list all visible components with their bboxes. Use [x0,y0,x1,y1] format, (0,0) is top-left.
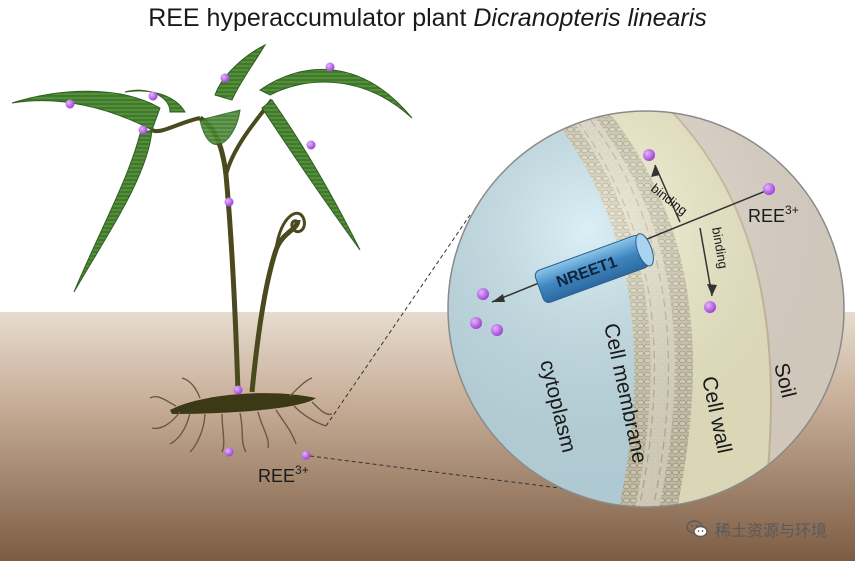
ree-ion [491,324,503,336]
watermark-text: 稀土资源与环境 [714,523,827,540]
ree-ion [220,73,230,83]
wechat-icon [686,520,708,538]
title-main: REE hyperaccumulator plant [148,4,467,32]
ree-ion [470,317,482,329]
title-species: Dicranopteris linearis [473,4,707,32]
plant-ree-ions [65,62,335,460]
ree-soil-label: REE3+ [258,463,309,486]
ree-ion [148,91,158,101]
ree-inset-label: REE3+ [748,203,799,226]
figure-title: REE hyperaccumulator plant Dicranopteris… [0,4,855,33]
ree-ion [325,62,335,72]
cell-zoom-sphere: NREET1 REE3+ binding binding cytoplasm C… [447,110,845,508]
ree-ion [763,183,775,195]
ree-ion [138,125,148,135]
ree-ion [233,385,243,395]
ree-ion [224,197,234,207]
ree-ion [65,99,75,109]
ree-ion [301,450,311,460]
watermark: 稀土资源与环境 [685,517,827,541]
zoom-line-bottom [309,455,599,494]
ree-ion [224,447,234,457]
ree-ion [477,288,489,300]
ree-ion [704,301,716,313]
zoom-line-top [325,214,471,427]
binding-right-label: binding [709,226,731,270]
fern-plant [11,43,413,453]
ree-ion [643,149,655,161]
ree-ion [306,140,316,150]
